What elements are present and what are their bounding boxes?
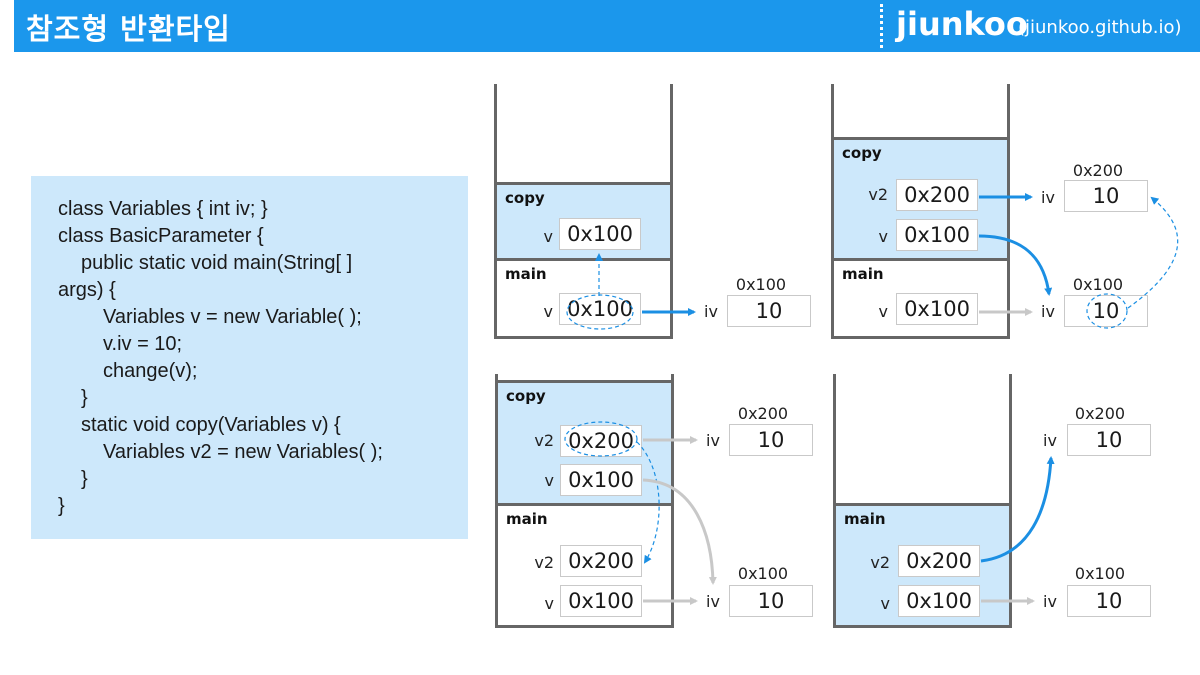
heap-address-label: 0x200 [1074, 404, 1126, 423]
highlight-ellipse [1086, 293, 1128, 329]
var-label-v: v [543, 227, 553, 246]
cell-copy-v2: 0x200 [896, 179, 978, 211]
brand-url: (jiunkoo.github.io) [1018, 17, 1182, 38]
cell-copy-v: 0x100 [896, 219, 978, 251]
heap-address-label: 0x200 [737, 404, 789, 423]
stack-panel-3: copy v2 0x200 v 0x100 main v2 0x200 v 0x… [495, 374, 674, 628]
frame-label-main: main [505, 265, 547, 283]
iv-label: iv [1041, 188, 1055, 207]
cell-main-v: 0x100 [898, 585, 980, 617]
cell-main-v: 0x100 [560, 585, 642, 617]
code-line: } [81, 387, 88, 409]
frame-label-main: main [506, 510, 548, 528]
copy-frame: copy v2 0x200 v 0x100 [498, 380, 671, 506]
highlight-ellipse [566, 294, 634, 330]
heap-cell-iv: 10 [729, 585, 813, 617]
code-line: class BasicParameter { [58, 225, 264, 247]
code-line: v.iv = 10; [103, 333, 183, 355]
header-bar: 참조형 반환타입 jiunkoo (jiunkoo.github.io) [0, 0, 1200, 52]
reference-arrow [978, 234, 1053, 296]
iv-label: iv [704, 302, 718, 321]
cell-main-v: 0x100 [896, 293, 978, 325]
var-label-v2: v2 [534, 553, 554, 572]
heap-cell-iv: 10 [1064, 295, 1148, 327]
main-frame: main v2 0x200 v 0x100 [836, 503, 1009, 625]
frame-label-copy: copy [842, 144, 882, 162]
heap-address-label: 0x200 [1072, 161, 1124, 180]
cell-main-v2: 0x200 [898, 545, 980, 577]
var-label-v: v [878, 227, 888, 246]
cell-copy-v2: 0x200 [560, 425, 642, 457]
reference-arrow [642, 478, 717, 585]
cell-copy-v: 0x100 [560, 464, 642, 496]
frame-label-main: main [842, 265, 884, 283]
var-label-v: v [544, 594, 554, 613]
copy-frame: copy v2 0x200 v 0x100 [834, 137, 1007, 260]
var-label-v: v [543, 302, 553, 321]
cell-main-v2: 0x200 [560, 545, 642, 577]
iv-label: iv [1041, 302, 1055, 321]
highlight-ellipse [564, 421, 638, 457]
main-frame: main v 0x100 [834, 258, 1007, 336]
code-line: } [81, 468, 88, 490]
heap-address-label: 0x100 [1072, 275, 1124, 294]
code-panel: class Variables { int iv; } class BasicP… [31, 176, 468, 539]
var-label-v: v [878, 302, 888, 321]
var-label-v2: v2 [868, 185, 888, 204]
main-frame: main v 0x100 [497, 258, 670, 336]
heap-cell-iv: 10 [1064, 180, 1148, 212]
var-label-v2: v2 [534, 431, 554, 450]
heap-cell-iv: 10 [1067, 585, 1151, 617]
header-background [14, 0, 1200, 52]
dashed-arrow [636, 441, 660, 564]
var-label-v: v [880, 594, 890, 613]
heap-address-label: 0x100 [1074, 564, 1126, 583]
heap-address-label: 0x100 [735, 275, 787, 294]
heap-cell-iv: 10 [729, 424, 813, 456]
cell-main-v: 0x100 [559, 293, 641, 325]
iv-label: iv [1043, 431, 1057, 450]
heap-cell-iv: 10 [1067, 424, 1151, 456]
iv-label: iv [706, 592, 720, 611]
frame-label-copy: copy [505, 189, 545, 207]
code-line: Variables v = new Variable( ); [103, 306, 362, 328]
stack-panel-2: copy v2 0x200 v 0x100 main v 0x100 [831, 84, 1010, 339]
brand-logo-text: jiunkoo [896, 5, 1028, 43]
stack-panel-4: main v2 0x200 v 0x100 [833, 374, 1012, 628]
iv-label: iv [1043, 592, 1057, 611]
code-line: } [58, 495, 65, 517]
code-line: Variables v2 = new Variables( ); [103, 441, 383, 463]
heap-cell-iv: 10 [727, 295, 811, 327]
page-title: 참조형 반환타입 [26, 12, 231, 46]
header-left-strip [0, 0, 14, 52]
dashed-arrow [1127, 196, 1179, 309]
code-line: change(v); [103, 360, 198, 382]
frame-label-main: main [844, 510, 886, 528]
heap-address-label: 0x100 [737, 564, 789, 583]
code-line: class Variables { int iv; } [58, 198, 268, 220]
iv-label: iv [706, 431, 720, 450]
frame-label-copy: copy [506, 387, 546, 405]
var-label-v2: v2 [870, 553, 890, 572]
stack-panel-1: copy v 0x100 main v 0x100 [494, 84, 673, 339]
code-line: args) { [58, 279, 116, 301]
var-label-v: v [544, 471, 554, 490]
copy-frame: copy v 0x100 [497, 182, 670, 260]
header-divider [880, 4, 883, 48]
main-frame: main v2 0x200 v 0x100 [498, 503, 671, 625]
cell-copy-v: 0x100 [559, 218, 641, 250]
code-line: public static void main(String[ ] [81, 252, 353, 274]
code-line: static void copy(Variables v) { [81, 414, 341, 436]
reference-arrow [980, 456, 1055, 563]
